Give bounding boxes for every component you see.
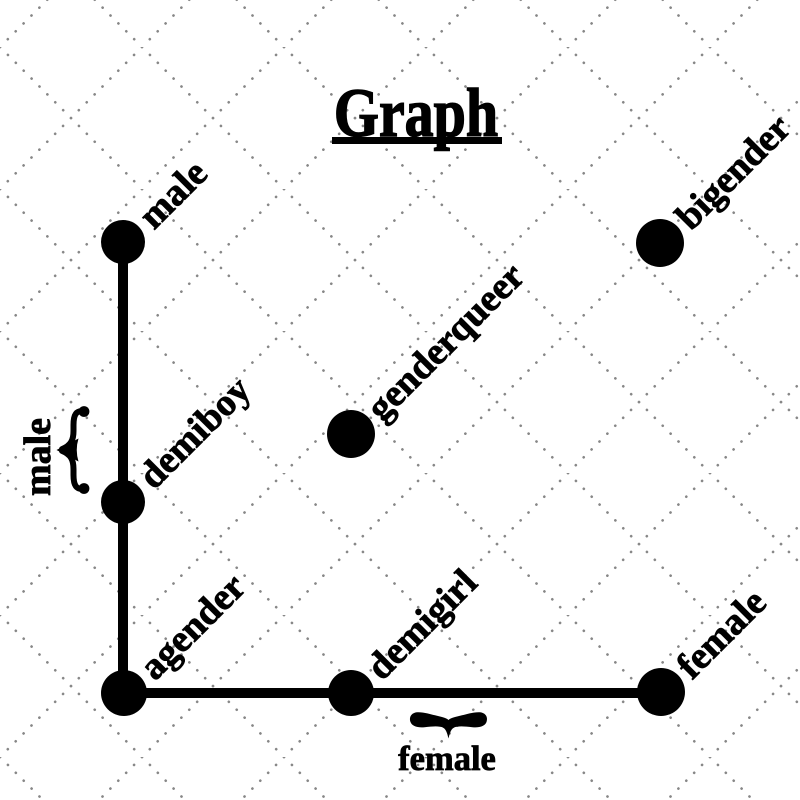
node-agender[interactable] [101,670,147,716]
left-brace [56,406,90,494]
node-female[interactable] [637,668,685,716]
node-bigender[interactable] [636,219,684,267]
title-underline [332,137,502,144]
node-demiboy[interactable] [101,480,145,524]
node-demigirl[interactable] [328,670,374,716]
bottom-brace-label: female [398,740,497,778]
bottom-brace [409,712,488,739]
node-genderqueer[interactable] [327,410,375,458]
node-male[interactable] [101,220,145,264]
left-brace-label: male [17,417,60,497]
page-title: Graph [333,75,499,151]
